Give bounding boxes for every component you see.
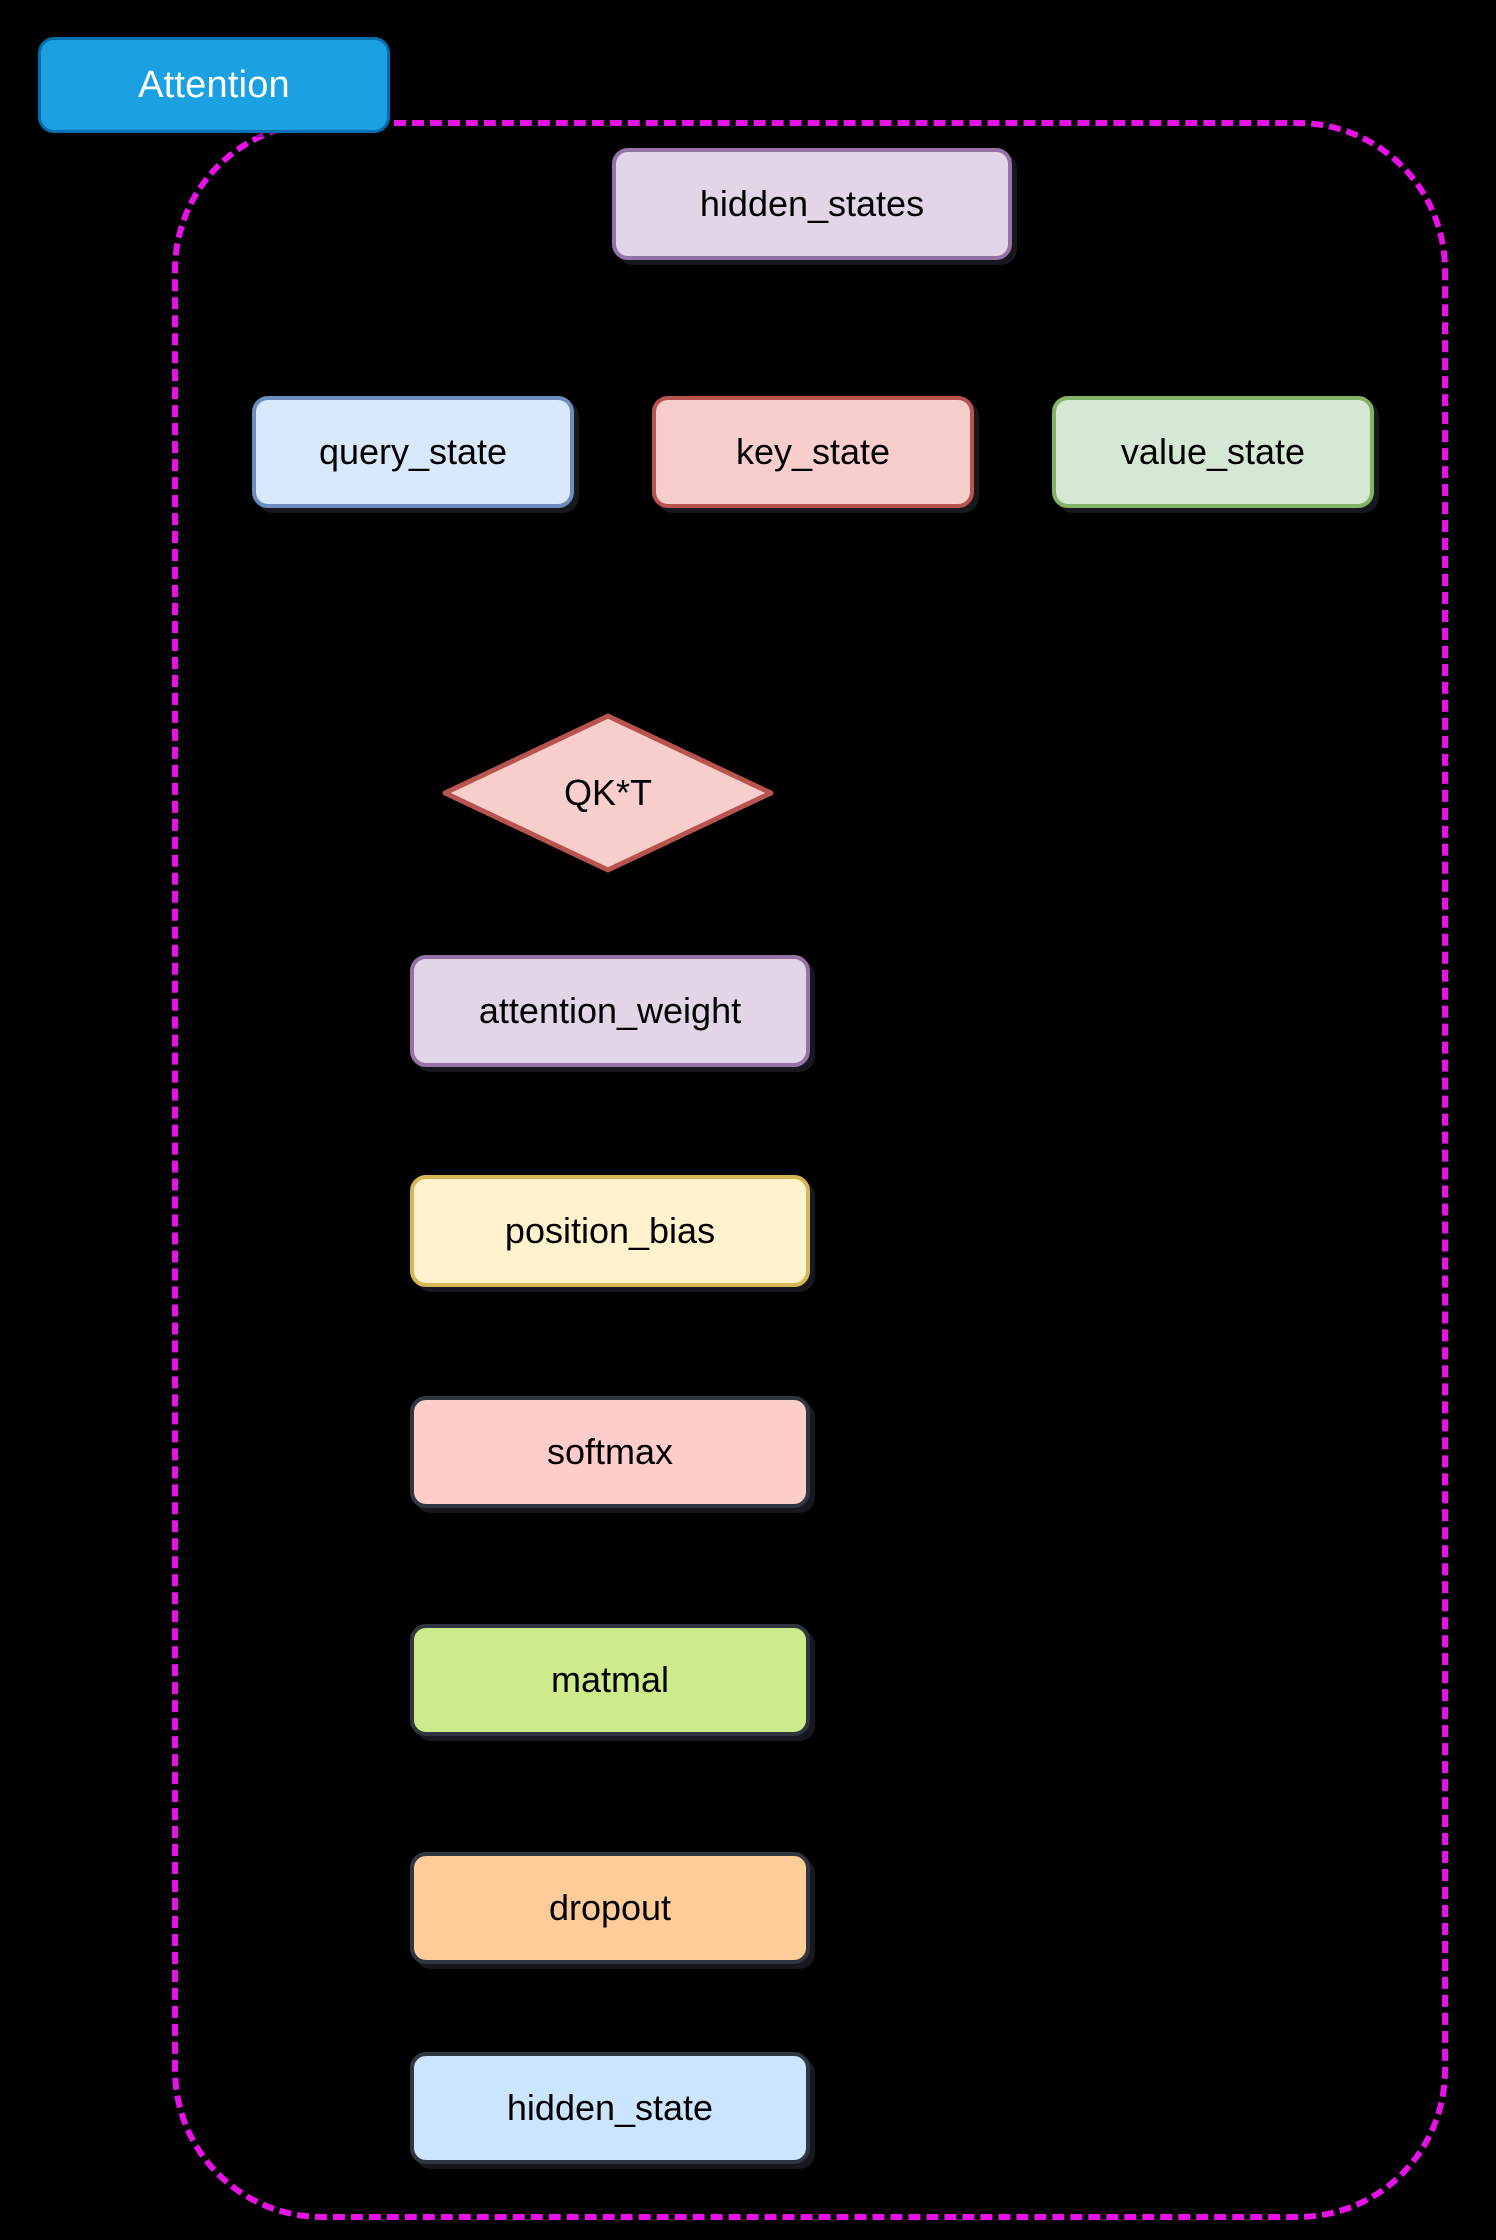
node-query_state[interactable]: query_state [252,396,574,508]
node-label-dropout: dropout [548,1887,672,1929]
diamond-shape-icon [442,713,774,873]
node-matmal[interactable]: matmal [410,1624,810,1736]
subgraph-title-label: Attention [138,63,290,106]
subgraph-title-attention[interactable]: Attention [38,37,390,133]
node-label-attention_weight: attention_weight [478,990,742,1032]
node-label-matmal: matmal [550,1659,670,1701]
node-qkt[interactable]: QK*T [442,713,774,873]
node-dropout[interactable]: dropout [410,1852,810,1964]
node-value_state[interactable]: value_state [1052,396,1374,508]
node-label-qkt: QK*T [563,772,652,813]
node-label-hidden_states: hidden_states [699,183,925,225]
node-hidden_states[interactable]: hidden_states [612,148,1012,260]
node-attention_weight[interactable]: attention_weight [410,955,810,1067]
node-softmax[interactable]: softmax [410,1396,810,1508]
node-label-query_state: query_state [318,431,508,473]
node-label-hidden_state: hidden_state [506,2087,714,2129]
node-label-key_state: key_state [735,431,891,473]
node-label-value_state: value_state [1120,431,1306,473]
node-position_bias[interactable]: position_bias [410,1175,810,1287]
node-key_state[interactable]: key_state [652,396,974,508]
node-hidden_state[interactable]: hidden_state [410,2052,810,2164]
node-label-position_bias: position_bias [504,1210,716,1252]
node-label-softmax: softmax [546,1431,674,1473]
